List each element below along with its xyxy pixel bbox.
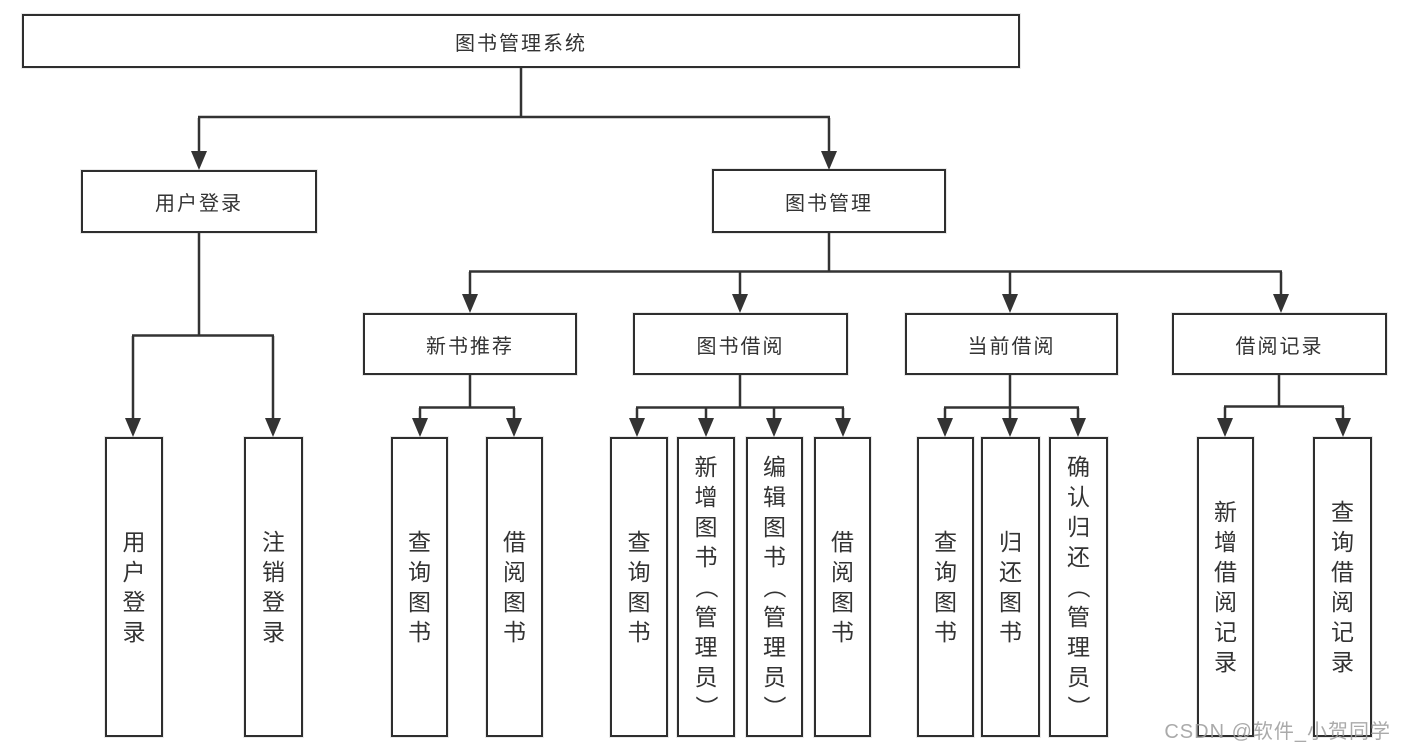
node-root-label: 图书管理系统 [455,32,587,55]
node-current-borrowing-label: 当前借阅 [967,335,1056,358]
node-borrowing-records: 借阅记录 [1172,313,1387,375]
node-nbr-query-books: 查询图书 [391,437,448,737]
node-book-borrowing-label: 图书借阅 [696,335,785,358]
node-new-book-recommend-label: 新书推荐 [426,335,514,358]
node-user-login: 用户登录 [81,170,317,233]
node-book-management: 图书管理 [712,169,946,233]
node-current-borrowing: 当前借阅 [905,313,1118,375]
node-new-book-recommend: 新书推荐 [363,313,577,375]
node-cb-confirm-return-admin: 确认归还（管理员） [1049,437,1108,737]
node-bb-borrow-books: 借阅图书 [814,437,871,737]
node-login-logout: 注销登录 [244,437,303,737]
node-bb-add-books-admin: 新增图书（管理员） [677,437,735,737]
node-book-borrowing: 图书借阅 [633,313,848,375]
node-borrowing-records-label: 借阅记录 [1235,335,1324,358]
node-br-query-record: 查询借阅记录 [1313,437,1372,737]
node-root: 图书管理系统 [22,14,1020,68]
node-nbr-borrow-books: 借阅图书 [486,437,543,737]
node-user-login-label: 用户登录 [155,193,243,215]
node-bb-query-books: 查询图书 [610,437,668,737]
csdn-watermark: CSDN @软件_小贺同学 [1164,721,1391,743]
node-cb-query-books: 查询图书 [917,437,974,737]
node-bb-edit-books-admin: 编辑图书（管理员） [746,437,803,737]
node-br-add-record: 新增借阅记录 [1197,437,1254,737]
node-login-user: 用户登录 [105,437,163,737]
node-book-management-label: 图书管理 [785,192,873,215]
node-cb-return-books: 归还图书 [981,437,1040,737]
